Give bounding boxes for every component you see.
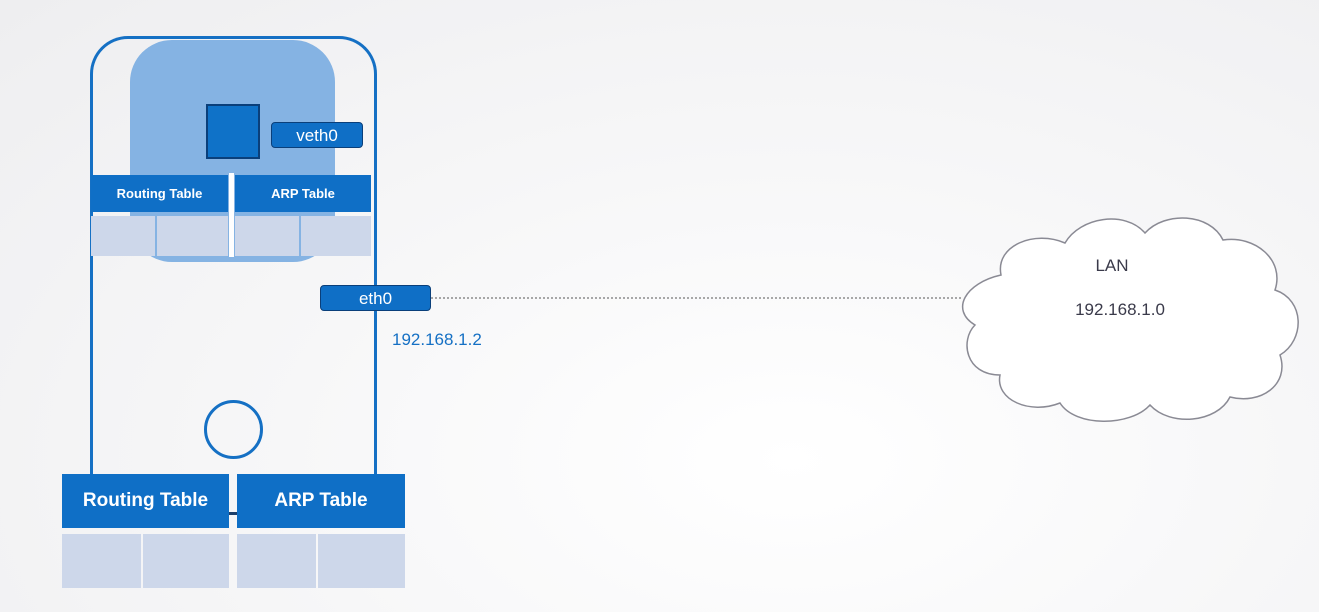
eth0-ip-address: 192.168.1.2 xyxy=(392,330,482,349)
namespace-arp-table-cell xyxy=(301,216,371,256)
host-routing-table-cell xyxy=(143,534,229,588)
host-table-connector xyxy=(229,512,239,515)
host-arp-table-header: ARP Table xyxy=(237,474,405,528)
lan-label: LAN xyxy=(1095,256,1129,275)
namespace-routing-table-cell xyxy=(157,216,228,256)
namespace-arp-table-header: ARP Table xyxy=(235,175,371,212)
lan-network-address: 192.168.1.0 xyxy=(1075,300,1165,319)
host-routing-table-header: Routing Table xyxy=(62,474,229,528)
host-box xyxy=(90,36,377,476)
eth0-lan-link xyxy=(431,297,962,299)
lan-cloud-icon xyxy=(962,217,1299,422)
namespace-process-icon xyxy=(206,104,260,159)
veth0-interface: veth0 xyxy=(271,122,363,148)
host-arp-table-cell xyxy=(237,534,316,588)
namespace-arp-table-cell xyxy=(235,216,299,256)
eth0-interface: eth0 xyxy=(320,285,431,311)
host-routing-table-cell xyxy=(62,534,141,588)
host-process-icon xyxy=(204,400,263,459)
namespace-routing-table-header: Routing Table xyxy=(91,175,228,212)
namespace-routing-table-cell xyxy=(91,216,155,256)
namespace-table-divider xyxy=(229,173,234,257)
host-arp-table-cell xyxy=(318,534,405,588)
